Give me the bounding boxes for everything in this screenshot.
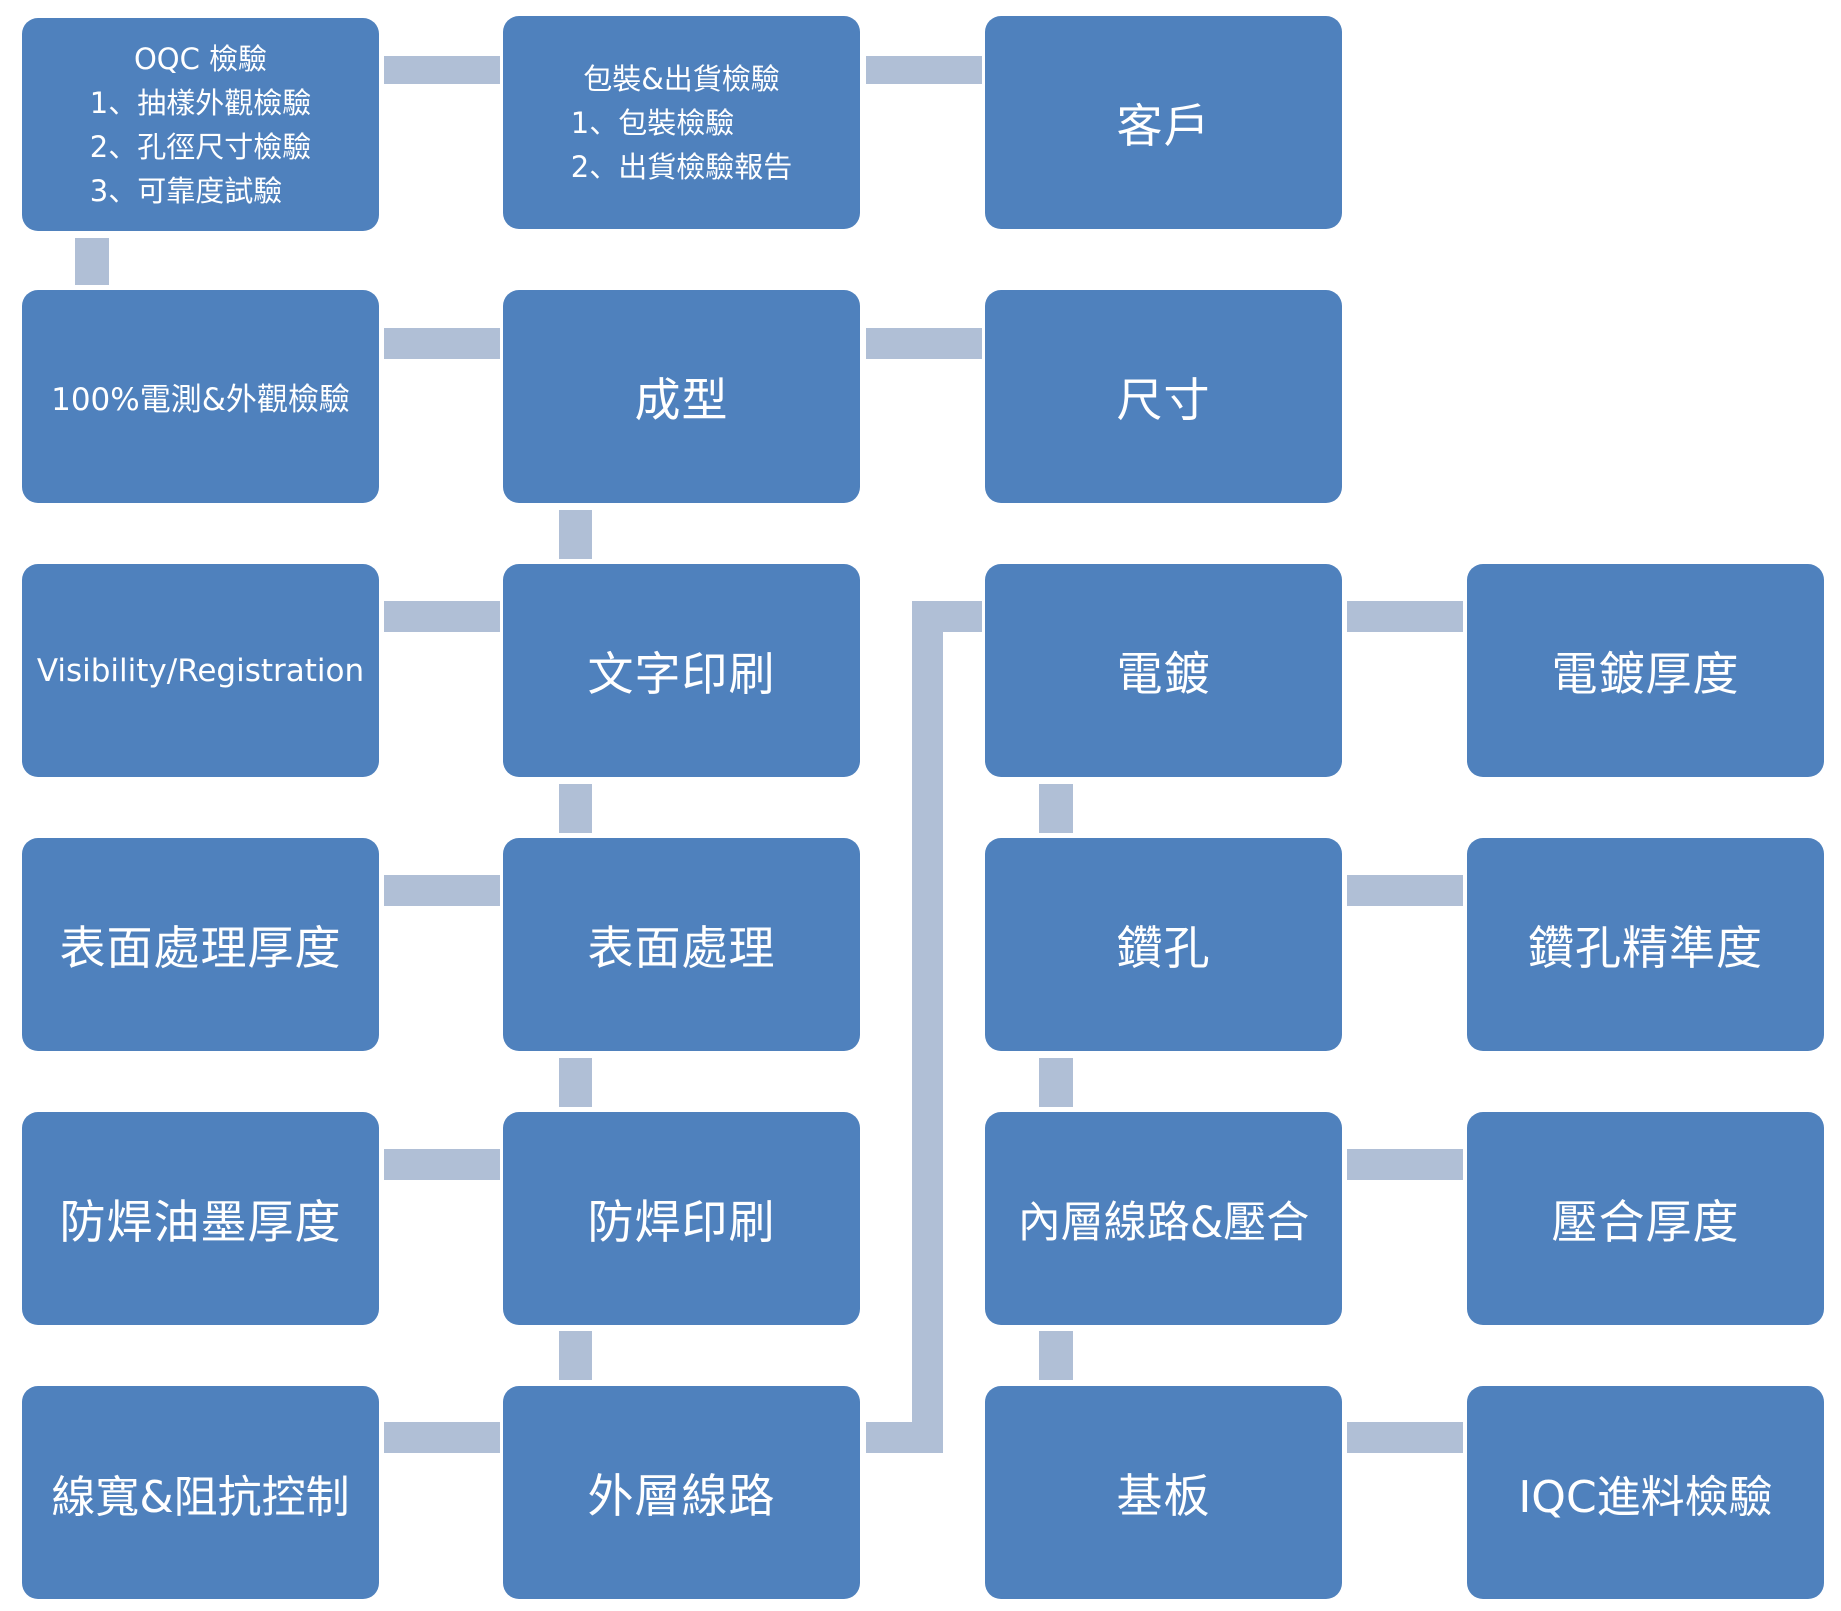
drilling-accuracy-box: 鑽孔精準度	[1467, 838, 1824, 1051]
connector-outer-plating-v	[912, 601, 943, 1453]
substrate-box: 基板	[985, 1386, 1342, 1599]
line-width-impedance-box: 線寬&阻抗控制	[22, 1386, 379, 1599]
connector-surfacethick-surface	[384, 875, 500, 906]
connector-oqc-electrical	[75, 238, 109, 285]
solder-mask-printing-box: 防焊印刷	[503, 1112, 860, 1325]
lamination-thickness-box: 壓合厚度	[1467, 1112, 1824, 1325]
connector-forming-dimension	[866, 328, 982, 359]
oqc-title: OQC 檢驗	[133, 41, 268, 76]
connector-linewidth-outer	[384, 1422, 500, 1453]
connector-drilling-drillacc	[1347, 875, 1463, 906]
oqc-item: 2、孔徑尺寸檢驗	[89, 129, 312, 164]
packing-item: 1、包裝檢驗	[570, 105, 735, 140]
connector-drilling-inner	[1039, 1058, 1073, 1107]
surface-treatment-box: 表面處理	[503, 838, 860, 1051]
visibility-registration-box: Visibility/Registration	[22, 564, 379, 777]
connector-oqc-packing	[384, 56, 500, 84]
connector-outer-plating-h2	[912, 601, 982, 632]
connector-soldermask-outer	[559, 1331, 592, 1380]
surface-treatment-thickness-box: 表面處理厚度	[22, 838, 379, 1051]
packing-item: 2、出貨檢驗報告	[570, 149, 793, 184]
plating-box: 電鍍	[985, 564, 1342, 777]
text-printing-box: 文字印刷	[503, 564, 860, 777]
packing-title: 包裝&出貨檢驗	[583, 61, 780, 96]
customer-box: 客戶	[985, 16, 1342, 229]
connector-soldermaskthick-soldermask	[384, 1149, 500, 1180]
inner-layer-lamination-box: 內層線路&壓合	[985, 1112, 1342, 1325]
connector-electrical-forming	[384, 328, 500, 359]
connector-substrate-iqc	[1347, 1422, 1463, 1453]
outer-layer-box: 外層線路	[503, 1386, 860, 1599]
connector-legend-textprint	[384, 601, 500, 632]
oqc-item: 3、可靠度試驗	[89, 173, 283, 208]
connector-textprint-surface	[559, 784, 592, 833]
dimension-box: 尺寸	[985, 290, 1342, 503]
oqc-item: 1、抽樣外觀檢驗	[89, 85, 312, 120]
connector-inner-lamthick	[1347, 1149, 1463, 1180]
forming-box: 成型	[503, 290, 860, 503]
connector-plating-drilling	[1039, 784, 1073, 833]
iqc-inspection-box: IQC進料檢驗	[1467, 1386, 1824, 1599]
connector-inner-substrate	[1039, 1331, 1073, 1380]
connector-forming-textprint	[559, 510, 592, 559]
solder-mask-thickness-box: 防焊油墨厚度	[22, 1112, 379, 1325]
oqc-inspection-box: OQC 檢驗 1、抽樣外觀檢驗 2、孔徑尺寸檢驗 3、可靠度試驗	[22, 18, 379, 231]
connector-surface-soldermask	[559, 1058, 592, 1107]
packing-shipping-inspection-box: 包裝&出貨檢驗 1、包裝檢驗 2、出貨檢驗報告	[503, 16, 860, 229]
plating-thickness-box: 電鍍厚度	[1467, 564, 1824, 777]
electrical-test-box: 100%電測&外觀檢驗	[22, 290, 379, 503]
connector-plating-platingthick	[1347, 601, 1463, 632]
connector-packing-customer	[866, 56, 982, 84]
drilling-box: 鑽孔	[985, 838, 1342, 1051]
